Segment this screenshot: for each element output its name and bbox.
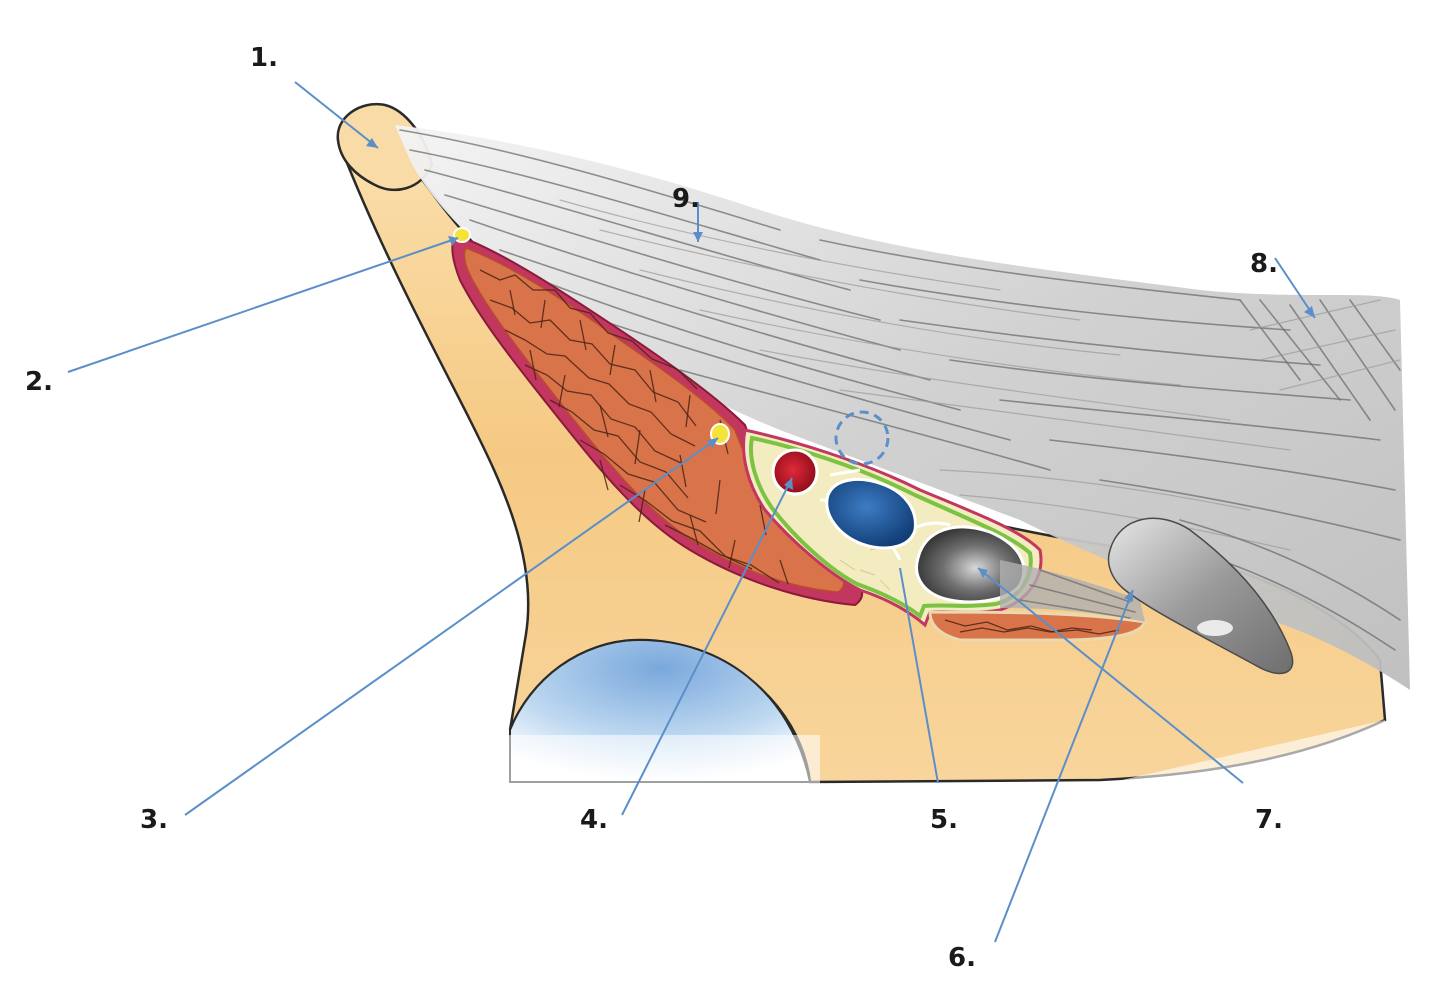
label-8: 8. xyxy=(1250,249,1278,279)
label-1: 1. xyxy=(250,43,278,73)
label-2: 2. xyxy=(25,367,53,397)
label-4: 4. xyxy=(580,805,608,835)
label-6: 6. xyxy=(948,943,976,973)
label-5: 5. xyxy=(930,805,958,835)
label-7: 7. xyxy=(1255,805,1283,835)
muscle-texture xyxy=(479,269,789,585)
femoral-artery xyxy=(771,448,819,496)
lacunar-ligament xyxy=(1000,560,1145,622)
iliopsoas-muscle xyxy=(463,247,845,593)
label-3: 3. xyxy=(140,805,168,835)
label-9: 9. xyxy=(672,184,700,214)
leader-lines xyxy=(67,81,1316,943)
ligament-fibres xyxy=(399,129,1401,651)
pubic-tubercle-tendon xyxy=(1107,517,1294,675)
femoral-vein xyxy=(825,478,917,550)
deep-inguinal-ring-marker xyxy=(834,410,890,466)
